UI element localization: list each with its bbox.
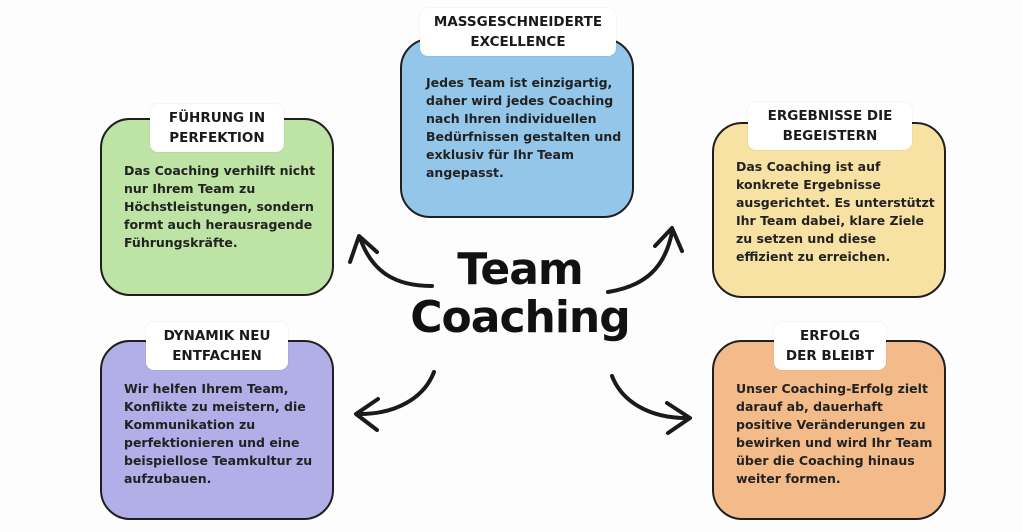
arrow-upper-right [606, 230, 674, 294]
center-title: Team Coaching [390, 246, 650, 342]
arrowhead-upper-left [348, 234, 379, 264]
center-title-line1: Team [457, 244, 584, 295]
arrow-upper-left [358, 236, 434, 288]
card-erfolg-der-bleibt [712, 340, 946, 520]
arrowhead-lower-left [354, 397, 380, 432]
card-ergebnisse-die-begeistern [712, 122, 946, 298]
card-dynamik-neu-entfachen [100, 340, 334, 520]
card-text-right-bottom: Unser Coaching-Erfolg zielt darauf ab, d… [736, 381, 933, 486]
arrowhead-lower-right [665, 401, 692, 435]
card-text-left-bottom: Wir helfen Ihrem Team, Konflikte zu meis… [124, 381, 313, 486]
label-massgeschneiderte-excellence: MASSGESCHNEIDERTE EXCELLENCE [420, 8, 616, 56]
label-dynamik-neu-entfachen: DYNAMIK NEU ENTFACHEN [146, 322, 288, 370]
arrow-lower-right [610, 374, 688, 420]
center-title-line2: Coaching [410, 292, 631, 343]
card-text-right-top: Das Coaching ist auf konkrete Ergebnisse… [736, 159, 935, 264]
card-text-left-top: Das Coaching verhilft nicht nur Ihrem Te… [124, 163, 316, 250]
label-erfolg-der-bleibt: ERFOLG DER BLEIBT [774, 322, 886, 370]
arrow-lower-left [358, 370, 436, 416]
card-text-top: Jedes Team ist einzigartig, daher wird j… [426, 75, 622, 180]
label-ergebnisse-die-begeistern: ERGEBNISSE DIE BEGEISTERN [748, 102, 912, 150]
arrowhead-upper-right [653, 226, 684, 253]
card-massgeschneiderte-excellence [400, 38, 634, 218]
label-fuehrung-in-perfektion: FÜHRUNG IN PERFEKTION [150, 104, 284, 152]
